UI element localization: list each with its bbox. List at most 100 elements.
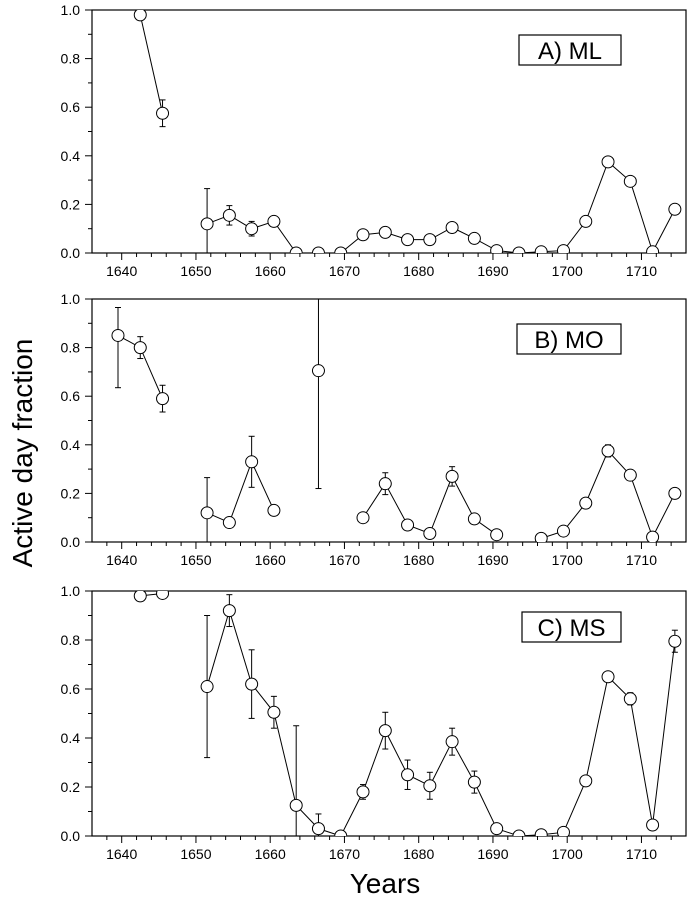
y-tick-label: 0.0 <box>61 245 81 261</box>
data-point <box>289 798 303 812</box>
series-line <box>206 608 676 836</box>
panel-label-box <box>518 34 622 66</box>
x-axis-title: Years <box>350 868 421 899</box>
data-point <box>401 768 415 782</box>
data-point <box>222 516 236 530</box>
y-tick-label: 0.6 <box>61 99 81 115</box>
data-point <box>512 246 526 253</box>
y-tick-label: 1.0 <box>61 2 81 18</box>
data-point <box>534 828 548 836</box>
x-tick-label: 1690 <box>477 846 508 862</box>
data-point <box>200 217 214 231</box>
data-point <box>646 530 660 542</box>
data-point <box>601 670 615 684</box>
data-point <box>534 531 548 542</box>
data-point <box>200 506 214 520</box>
data-point <box>623 692 637 706</box>
data-point <box>401 518 415 532</box>
y-tick-label: 0.6 <box>61 681 81 697</box>
y-tick-label: 0.4 <box>61 730 81 746</box>
data-point <box>356 228 370 242</box>
data-point <box>267 705 281 719</box>
data-point <box>267 503 281 517</box>
data-point <box>601 155 615 169</box>
data-point <box>245 677 259 691</box>
x-tick-label: 1660 <box>255 552 286 568</box>
data-point <box>378 724 392 738</box>
x-tick-label: 1660 <box>255 263 286 279</box>
data-point <box>623 468 637 482</box>
y-tick-label: 0.6 <box>61 388 81 404</box>
data-point <box>156 106 170 120</box>
data-point <box>156 392 170 406</box>
data-point <box>646 818 660 832</box>
x-tick-label: 1700 <box>552 552 583 568</box>
x-tick-label: 1640 <box>106 846 137 862</box>
data-point <box>133 591 147 603</box>
data-point <box>490 528 504 542</box>
data-point <box>334 829 348 836</box>
data-point <box>445 735 459 749</box>
data-point <box>423 779 437 793</box>
data-point <box>356 511 370 525</box>
x-tick-label: 1700 <box>552 263 583 279</box>
data-point <box>579 774 593 788</box>
data-point <box>579 214 593 228</box>
data-point <box>311 246 325 253</box>
data-layer <box>133 591 682 836</box>
x-tick-label: 1690 <box>477 552 508 568</box>
x-tick-label: 1660 <box>255 846 286 862</box>
data-point <box>133 10 147 22</box>
data-point <box>222 604 236 618</box>
x-tick-label: 1650 <box>180 552 211 568</box>
data-point <box>245 455 259 469</box>
panel-label-box <box>521 611 622 643</box>
x-tick-label: 1640 <box>106 263 137 279</box>
y-axis-title: Active day fraction <box>7 339 38 568</box>
data-point <box>156 591 170 600</box>
x-tick-label: 1710 <box>626 846 657 862</box>
data-point <box>289 246 303 253</box>
data-point <box>467 512 481 526</box>
data-point <box>445 220 459 234</box>
data-point <box>556 825 570 836</box>
data-point <box>111 328 125 342</box>
data-point <box>423 526 437 540</box>
data-point <box>490 822 504 836</box>
data-point <box>490 244 504 253</box>
data-point <box>245 222 259 236</box>
y-tick-label: 1.0 <box>61 583 81 599</box>
data-point <box>467 775 481 789</box>
x-tick-label: 1640 <box>106 552 137 568</box>
data-point <box>534 245 548 253</box>
data-point <box>467 231 481 245</box>
x-tick-label: 1710 <box>626 263 657 279</box>
x-tick-label: 1700 <box>552 846 583 862</box>
data-point <box>579 496 593 510</box>
y-tick-label: 0.2 <box>61 196 81 212</box>
panel-label: B) MO <box>534 327 603 354</box>
series-line <box>139 14 164 114</box>
data-point <box>356 785 370 799</box>
data-point <box>311 364 325 378</box>
x-tick-label: 1710 <box>626 552 657 568</box>
data-point <box>668 202 682 216</box>
data-point <box>556 244 570 253</box>
y-tick-label: 0.4 <box>61 437 81 453</box>
x-tick-label: 1670 <box>329 263 360 279</box>
x-tick-label: 1650 <box>180 846 211 862</box>
x-tick-label: 1650 <box>180 263 211 279</box>
data-point <box>601 444 615 458</box>
data-point <box>512 829 526 836</box>
data-point <box>378 477 392 491</box>
x-tick-label: 1680 <box>403 846 434 862</box>
y-tick-label: 0.8 <box>61 51 81 67</box>
data-point <box>623 174 637 188</box>
data-layer <box>111 299 682 542</box>
panel-label: A) ML <box>538 38 602 65</box>
